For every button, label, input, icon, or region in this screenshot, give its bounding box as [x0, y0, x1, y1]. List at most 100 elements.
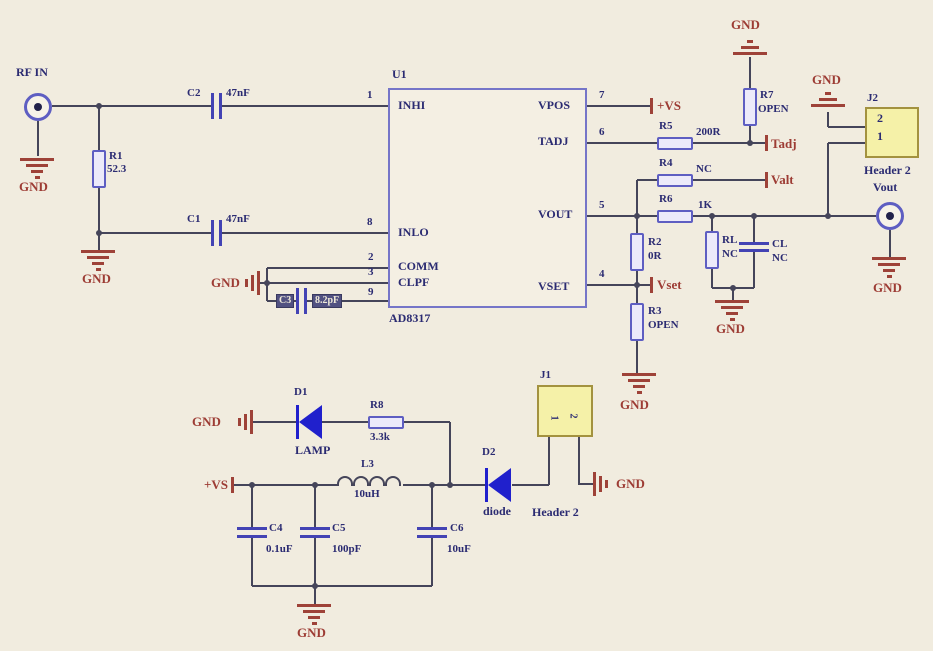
j1-pin1-number: 1: [548, 415, 560, 421]
tadj-port-bar: [765, 135, 768, 151]
ic-pin-number-8: 8: [367, 216, 373, 228]
j2-pin2-number: 2: [877, 111, 883, 125]
capacitor-c5[interactable]: [300, 535, 330, 538]
inductor-l3[interactable]: [369, 476, 385, 486]
resistor-r4[interactable]: [657, 174, 693, 187]
capacitor-cl[interactable]: [739, 242, 769, 245]
wire: [828, 142, 865, 144]
wire: [711, 216, 713, 231]
junction-dot: [249, 482, 255, 488]
resistor-r5[interactable]: [657, 137, 693, 150]
d1-value: LAMP: [295, 443, 331, 457]
gnd-port-symbol: [593, 472, 608, 496]
wire: [889, 230, 891, 257]
junction-dot: [709, 213, 715, 219]
d1-ref: D1: [294, 386, 308, 398]
gnd-label: GND: [19, 179, 48, 194]
junction-dot: [429, 482, 435, 488]
gnd-port-label: GND: [616, 476, 645, 491]
capacitor-c3[interactable]: [296, 288, 299, 314]
capacitor-c4[interactable]: [237, 527, 267, 530]
c4-value: 0.1uF: [266, 543, 293, 555]
gnd-port-label: GND: [211, 275, 240, 290]
vout-connector[interactable]: [876, 202, 904, 230]
junction-dot: [96, 103, 102, 109]
vout-net-label: Vout: [873, 180, 898, 194]
j2-type-label: Header 2: [864, 163, 911, 177]
wire: [711, 269, 713, 288]
gnd-label: GND: [82, 271, 111, 286]
junction-dot: [312, 482, 318, 488]
wire: [827, 112, 829, 127]
vset-port-bar: [650, 277, 653, 293]
resistor-r6[interactable]: [657, 210, 693, 223]
wire: [578, 483, 593, 485]
gnd-label: GND: [620, 397, 649, 412]
diode-d1[interactable]: [299, 405, 322, 439]
r1-value: 52.3: [107, 163, 127, 175]
capacitor-c6[interactable]: [417, 535, 447, 538]
c3-ref-selected[interactable]: C3: [276, 294, 295, 308]
resistor-r1[interactable]: [92, 150, 106, 188]
diode-d2-cathode[interactable]: [485, 468, 488, 502]
wire: [98, 233, 100, 250]
r2-ref: R2: [648, 236, 662, 248]
resistor-r7[interactable]: [743, 88, 757, 126]
gnd-symbol: [872, 257, 906, 278]
header-j1[interactable]: [537, 385, 593, 437]
c3-value-selected[interactable]: 8.2pF: [312, 294, 343, 308]
ic-pin-name-clpf: CLPF: [398, 275, 430, 289]
junction-dot: [634, 213, 640, 219]
diode-d2[interactable]: [488, 468, 511, 502]
resistor-r8[interactable]: [368, 416, 404, 429]
capacitor-cl[interactable]: [739, 249, 769, 252]
wire: [251, 485, 253, 527]
wire: [403, 484, 485, 486]
resistor-r2[interactable]: [630, 233, 644, 271]
capacitor-c1[interactable]: [219, 220, 222, 246]
j1-ref: J1: [540, 369, 551, 381]
capacitor-c6[interactable]: [417, 527, 447, 530]
capacitor-c3[interactable]: [304, 288, 307, 314]
ic-ad8317[interactable]: [388, 88, 587, 308]
inductor-l3[interactable]: [337, 476, 353, 486]
capacitor-c1[interactable]: [211, 220, 214, 246]
ic-pin-number-3: 3: [368, 266, 374, 278]
wire: [578, 437, 580, 484]
wire: [449, 422, 451, 485]
wire: [693, 215, 876, 217]
c4-ref: C4: [269, 522, 283, 534]
capacitor-c2[interactable]: [211, 93, 214, 119]
inductor-l3[interactable]: [353, 476, 369, 486]
diode-d1-cathode[interactable]: [296, 405, 299, 439]
inductor-l3[interactable]: [385, 476, 401, 486]
wire: [512, 484, 549, 486]
rf-in-connector[interactable]: [24, 93, 52, 121]
gnd-port-label: GND: [192, 414, 221, 429]
capacitor-c2[interactable]: [219, 93, 222, 119]
capacitor-c5[interactable]: [300, 527, 330, 530]
ic-pin-number-1: 1: [367, 89, 373, 101]
capacitor-c4[interactable]: [237, 535, 267, 538]
r4-value: NC: [696, 163, 712, 175]
gnd-symbol: [811, 92, 845, 107]
junction-dot: [751, 213, 757, 219]
vs-port-bar: [650, 98, 653, 114]
resistor-r3[interactable]: [630, 303, 644, 341]
tadj-port-label: Tadj: [771, 136, 797, 151]
gnd-symbol: [715, 300, 749, 321]
ic-pin-name-inhi: INHI: [398, 98, 426, 112]
j1-pin2-number: 2: [567, 413, 579, 419]
wire: [693, 179, 765, 181]
wire: [253, 421, 296, 423]
j2-pin1-number: 1: [877, 129, 883, 143]
wire: [753, 252, 755, 288]
r3-value: OPEN: [648, 319, 679, 331]
resistor-rl[interactable]: [705, 231, 719, 269]
wire: [637, 179, 657, 181]
r7-ref: R7: [760, 89, 774, 101]
junction-dot: [730, 285, 736, 291]
wire: [222, 232, 388, 234]
header-j2[interactable]: [865, 107, 919, 158]
wire: [636, 285, 638, 303]
